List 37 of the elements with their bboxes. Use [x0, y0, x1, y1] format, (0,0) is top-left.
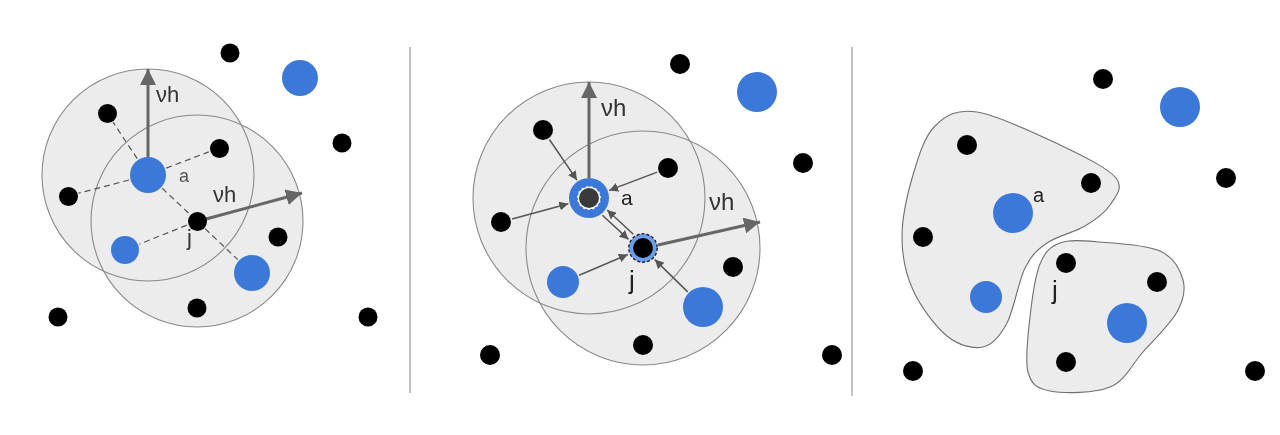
- arrow: [578, 253, 629, 276]
- arrow: [606, 209, 635, 235]
- arrow: [601, 214, 630, 241]
- dashed-line: [138, 224, 188, 245]
- ringed-dot-icon: [569, 178, 609, 218]
- radius-label: νh: [709, 190, 735, 214]
- point-label: a: [179, 167, 189, 185]
- dot-icon: [547, 266, 579, 298]
- point-label: j: [629, 267, 635, 293]
- dot-icon: [130, 157, 166, 193]
- dashed-line: [204, 228, 239, 261]
- arrow: [654, 258, 689, 293]
- dot-icon: [58, 186, 78, 206]
- arrow: [511, 201, 570, 220]
- dot-icon: [491, 212, 511, 232]
- dashed-line: [161, 187, 190, 215]
- dot-icon: [658, 158, 678, 178]
- dot-icon: [187, 211, 207, 231]
- dot-icon: [533, 120, 553, 140]
- radius-label: νh: [213, 184, 237, 206]
- dashed-line: [165, 151, 210, 169]
- dashed-line: [78, 179, 130, 194]
- dot-icon: [209, 138, 229, 158]
- radius-label: νh: [601, 96, 627, 120]
- dot-icon: [97, 103, 117, 123]
- point-label: j: [1052, 277, 1058, 303]
- dot-icon: [234, 255, 270, 291]
- arrow: [548, 138, 578, 181]
- point-label: j: [187, 227, 192, 249]
- radius-label: νh: [156, 84, 180, 106]
- dot-icon: [111, 236, 139, 264]
- dashed-line: [112, 121, 138, 160]
- ringed-dot-icon: [628, 233, 658, 263]
- point-label: a: [621, 187, 633, 208]
- arrow: [608, 171, 658, 192]
- point-label: a: [1033, 185, 1045, 205]
- dot-icon: [683, 287, 723, 327]
